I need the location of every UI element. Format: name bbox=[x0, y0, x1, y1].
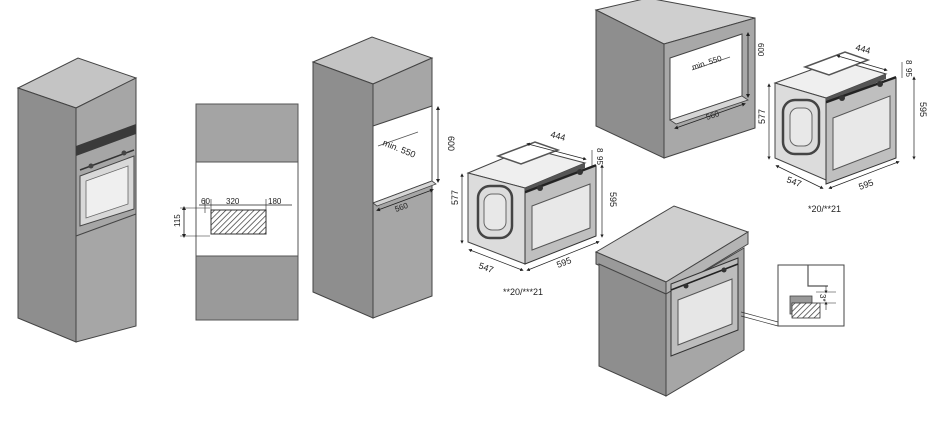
oven-right-width-label: 595 bbox=[857, 177, 875, 192]
cabinet-opening-height-label: 600 bbox=[446, 136, 456, 151]
niche-height-label: 115 bbox=[173, 214, 182, 227]
oven-right-depth-top-label: 444 bbox=[854, 42, 871, 56]
niche-width-right-label: 180 bbox=[268, 197, 282, 206]
oven-left-width-label: 595 bbox=[555, 255, 573, 270]
oven-left-gap-b-label: 95 bbox=[595, 156, 604, 165]
oven-dimensions-left: 444 577 595 8 95 547 595 **20/***21 bbox=[450, 129, 618, 297]
under-counter-with-oven bbox=[594, 205, 779, 397]
oven-right-footnote: *20/**21 bbox=[808, 204, 841, 214]
oven-right-gap-b-label: 95 bbox=[904, 68, 913, 77]
under-counter-niche: min. 550 600 560 bbox=[594, 0, 765, 159]
gap-detail: 3* bbox=[777, 264, 845, 327]
oven-left-depth-top-label: 444 bbox=[549, 129, 566, 143]
cabinet-opening-width-label: 560 bbox=[394, 201, 410, 214]
oven-right-gap-a-label: 8 bbox=[904, 60, 913, 65]
tall-cabinet-niche: min. 550 600 560 bbox=[311, 36, 456, 319]
niche-width-left-label: 60 bbox=[201, 197, 210, 206]
oven-dimensions-right: 444 577 595 8 95 547 595 *20/**21 bbox=[757, 42, 928, 214]
oven-left-footnote: **20/***21 bbox=[503, 287, 543, 297]
oven-right-depth-bottom-label: 547 bbox=[785, 174, 803, 189]
undercounter-opening-width-label: 560 bbox=[705, 109, 721, 122]
oven-left-depth-bottom-label: 547 bbox=[477, 260, 495, 275]
detail-gap-label: 3* bbox=[818, 294, 827, 302]
oven-left-height-label: 595 bbox=[608, 192, 618, 207]
oven-left-depth-side-label: 577 bbox=[450, 190, 460, 205]
tall-cabinet-with-oven bbox=[16, 57, 138, 343]
niche-opening: 60 320 180 115 bbox=[173, 103, 299, 321]
oven-left-gap-a-label: 8 bbox=[595, 148, 604, 153]
oven-right-height-label: 595 bbox=[918, 102, 928, 117]
undercounter-opening-height-label: 600 bbox=[756, 43, 765, 57]
niche-width-middle-label: 320 bbox=[226, 197, 240, 206]
oven-right-depth-side-label: 577 bbox=[757, 109, 767, 124]
